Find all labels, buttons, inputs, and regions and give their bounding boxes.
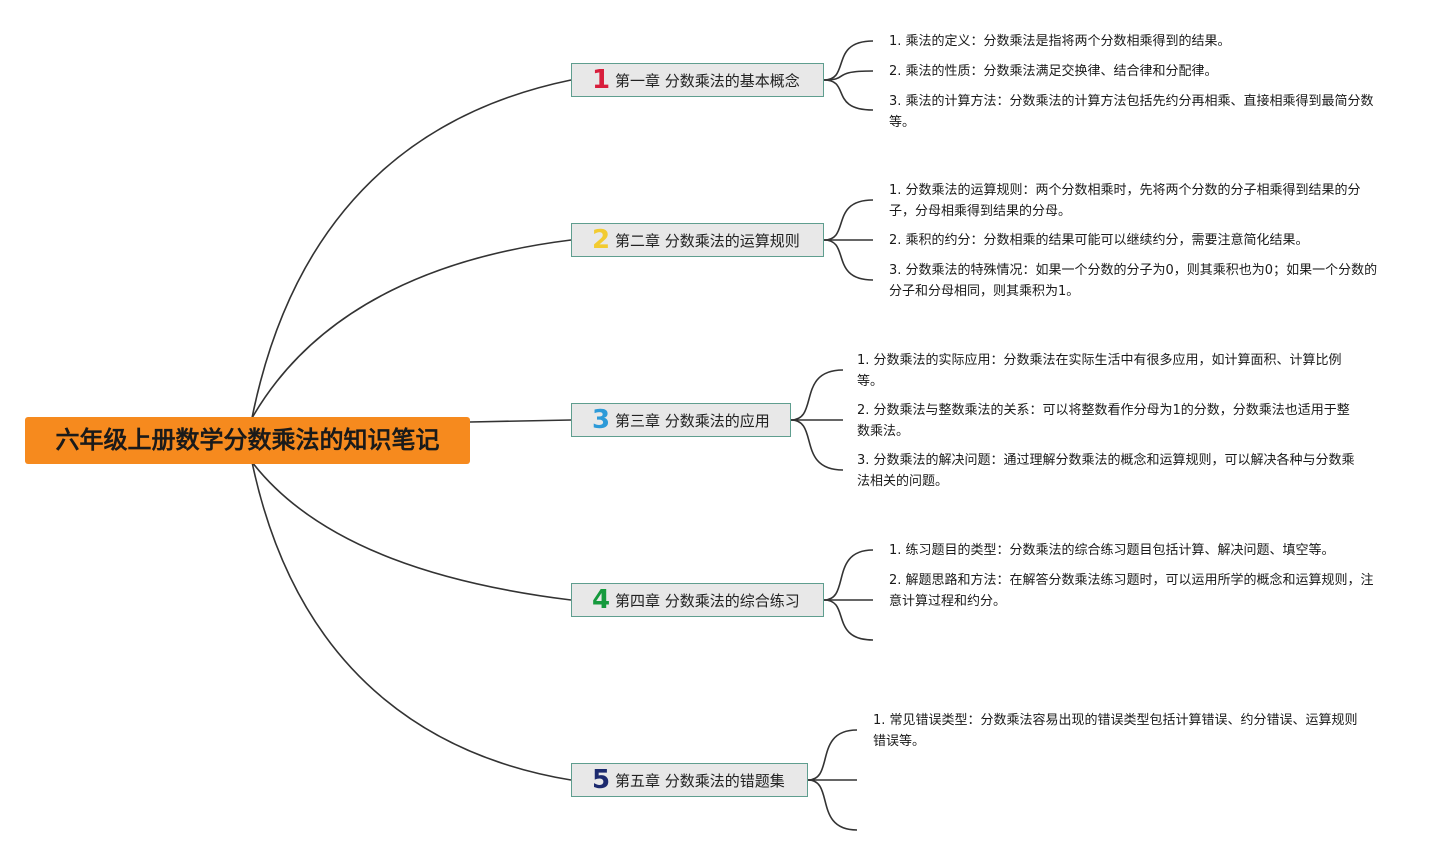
chapter-number-3: 3 [591, 405, 611, 435]
chapter-topic-5[interactable]: 5 第五章 分数乘法的错题集 [571, 763, 808, 797]
chapter-label-3: 第三章 分数乘法的应用 [615, 411, 770, 430]
branch-link-2-3 [823, 239, 874, 281]
note-1-2[interactable]: 2. 乘法的性质：分数乘法满足交换律、结合律和分配律。 [889, 64, 1218, 79]
chapter-label-5: 第五章 分数乘法的错题集 [615, 771, 785, 790]
chapter-topic-1[interactable]: 1 第一章 分数乘法的基本概念 [571, 63, 824, 97]
note-3-2[interactable]: 2. 分数乘法与整数乘法的关系：可以将整数看作分母为1的分数，分数乘法也适用于整… [857, 403, 1350, 439]
note-1-1[interactable]: 1. 乘法的定义：分数乘法是指将两个分数相乘得到的结果。 [889, 34, 1231, 49]
note-3-3[interactable]: 3. 分数乘法的解决问题：通过理解分数乘法的概念和运算规则，可以解决各种与分数乘… [857, 453, 1355, 489]
chapter-label-2: 第二章 分数乘法的运算规则 [615, 231, 800, 250]
branch-link-5-3 [807, 779, 858, 831]
note-5-1[interactable]: 1. 常见错误类型：分数乘法容易出现的错误类型包括计算错误、约分错误、运算规则错… [873, 713, 1358, 749]
chapter-number-4: 4 [591, 585, 611, 615]
root-link-3 [469, 419, 572, 423]
root-link-2 [251, 239, 572, 419]
note-3-1[interactable]: 1. 分数乘法的实际应用：分数乘法在实际生活中有很多应用，如计算面积、计算比例等… [857, 353, 1342, 389]
note-1-3[interactable]: 3. 乘法的计算方法：分数乘法的计算方法包括先约分再相乘、直接相乘得到最简分数等… [889, 94, 1374, 130]
root-link-5 [251, 461, 572, 781]
branch-link-1-1 [823, 40, 874, 81]
chapter-topic-2[interactable]: 2 第二章 分数乘法的运算规则 [571, 223, 824, 257]
chapter-number-5: 5 [591, 765, 611, 795]
chapter-topic-4[interactable]: 4 第四章 分数乘法的综合练习 [571, 583, 824, 617]
note-2-3[interactable]: 3. 分数乘法的特殊情况：如果一个分数的分子为0，则其乘积也为0；如果一个分数的… [889, 263, 1378, 299]
branch-link-4-1 [823, 549, 874, 601]
chapter-label-1: 第一章 分数乘法的基本概念 [615, 71, 800, 90]
root-link-1 [251, 79, 572, 419]
note-2-1[interactable]: 1. 分数乘法的运算规则：两个分数相乘时，先将两个分数的分子相乘得到结果的分子，… [889, 183, 1361, 219]
branch-link-2-1 [823, 199, 874, 241]
branch-link-3-1 [790, 369, 844, 421]
branch-link-4-3 [823, 599, 874, 641]
note-4-2[interactable]: 2. 解题思路和方法：在解答分数乘法练习题时，可以运用所学的概念和运算规则，注意… [889, 573, 1374, 609]
root-topic[interactable]: 六年级上册数学分数乘法的知识笔记 [25, 417, 470, 464]
root-link-4 [251, 461, 572, 601]
chapter-label-4: 第四章 分数乘法的综合练习 [615, 591, 800, 610]
branch-link-3-3 [790, 419, 844, 471]
note-2-2[interactable]: 2. 乘积的约分：分数相乘的结果可能可以继续约分，需要注意简化结果。 [889, 233, 1309, 248]
branch-link-5-1 [807, 729, 858, 781]
chapter-number-1: 1 [591, 65, 611, 95]
chapter-topic-3[interactable]: 3 第三章 分数乘法的应用 [571, 403, 791, 437]
note-4-1[interactable]: 1. 练习题目的类型：分数乘法的综合练习题目包括计算、解决问题、填空等。 [889, 543, 1335, 558]
chapter-number-2: 2 [591, 225, 611, 255]
branch-link-1-2 [823, 70, 874, 81]
branch-link-1-3 [823, 79, 874, 111]
